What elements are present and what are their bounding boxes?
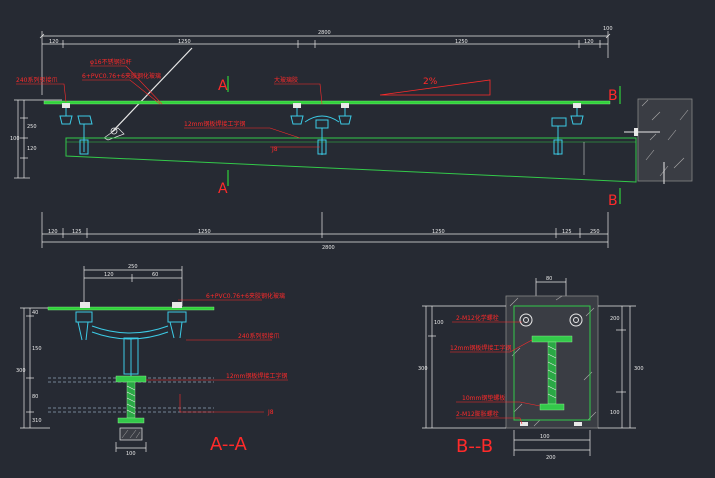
dim-top-1: 120 — [49, 39, 59, 45]
label-beam-elev: 12mm钢板焊接工字钢 — [184, 120, 245, 128]
dim-bottom-1: 120 — [48, 229, 58, 235]
dim-top-3: 1250 — [455, 39, 468, 45]
dim-top-total: 2800 — [318, 30, 331, 36]
bb-right-dimensions — [598, 305, 636, 429]
elevation-bottom-dimensions — [41, 212, 609, 248]
aa-ibeam — [115, 375, 147, 424]
bb-label-bolt-plate: 10mm钢垫螺板 — [462, 394, 505, 402]
glass-canopy — [43, 100, 611, 105]
aa-label-glass: 6+PVC0.76+6夹胶钢化玻璃 — [206, 292, 285, 300]
dim-bottom-5: 125 — [562, 229, 572, 235]
bb-bottom-dimensions — [513, 430, 591, 456]
aa-label-spider: 240系列驳接爪 — [238, 332, 279, 340]
bb-dim-bottom-1: 100 — [540, 434, 550, 440]
elevation-left-dimensions — [14, 99, 62, 179]
aa-title: A--A — [210, 434, 248, 455]
section-bb-view: 80 100 — [418, 276, 644, 461]
aa-dim-1: 120 — [104, 272, 114, 278]
elevation-view: 2800 120 1250 1250 120 100 100 250 120 — [10, 26, 693, 251]
bb-top-dimension — [535, 278, 567, 296]
aa-dim-2: 60 — [152, 272, 158, 278]
aa-top-dimensions — [83, 266, 183, 306]
dim-top-5: 100 — [603, 26, 613, 32]
section-lines — [227, 76, 621, 204]
spider-fitting-1 — [59, 103, 93, 155]
bb-label-beam: 12mm钢板焊接工字钢 — [450, 344, 511, 352]
aa-spider-fitting — [75, 302, 187, 378]
elevation-leaders — [16, 65, 323, 148]
dim-left-2: 250 — [27, 124, 37, 130]
section-mark-a-bottom: A — [218, 181, 228, 197]
bb-label-chem-bolt: 2-M12化学螺栓 — [456, 314, 499, 322]
bb-dim-right-2: 100 — [610, 410, 620, 416]
aa-leaders — [146, 299, 288, 413]
steel-beam — [65, 137, 637, 183]
bb-dim-top: 80 — [546, 276, 552, 282]
elevation-top-dimensions — [39, 31, 611, 95]
rod-pin — [110, 127, 118, 135]
bb-title: B--B — [456, 436, 493, 457]
bb-dim-left-2: 300 — [418, 366, 428, 372]
slope-label: 2% — [423, 77, 438, 87]
aa-dim-total: 250 — [128, 264, 138, 270]
label-hanging-rod: φ16不锈钢拉杆 — [90, 58, 132, 66]
aa-dim-left-1: 40 — [32, 310, 38, 316]
aa-dim-bottom: 100 — [126, 451, 136, 457]
section-mark-a-top: A — [218, 78, 228, 94]
label-spider-elev: 240系列驳接爪 — [16, 76, 57, 84]
bb-base-plate — [513, 305, 591, 426]
dim-bottom-2: 125 — [72, 229, 82, 235]
dim-top-2: 1250 — [178, 39, 191, 45]
bb-dim-left-1: 100 — [434, 320, 444, 326]
bb-leaders — [450, 321, 541, 425]
dim-left-3: 120 — [27, 146, 37, 152]
dim-bottom-total: 2800 — [322, 245, 335, 251]
slope-arrow — [379, 79, 491, 96]
bb-dim-bottom-2: 200 — [546, 455, 556, 461]
section-mark-b-bottom: B — [608, 193, 618, 209]
bb-dim-right-3: 300 — [634, 366, 644, 372]
dim-left-1: 100 — [10, 136, 20, 142]
aa-dim-left-5: 310 — [32, 418, 42, 424]
rod-bracket — [103, 127, 125, 141]
spider-fitting-3 — [551, 103, 584, 155]
aa-glass — [47, 306, 215, 311]
label-glass-elev: 6+PVC0.76+6夹胶钢化玻璃 — [82, 72, 161, 80]
aa-dim-left-3: 80 — [32, 394, 38, 400]
aa-dim-left-2: 150 — [32, 346, 42, 352]
hanging-rod — [111, 47, 193, 133]
bb-dim-right-1: 200 — [610, 316, 620, 322]
dim-bottom-6: 250 — [590, 229, 600, 235]
aa-dim-left-4: 300 — [16, 368, 26, 374]
bb-left-dimensions — [422, 305, 506, 429]
section-mark-b-top: B — [608, 88, 618, 104]
aa-label-beam: 12mm钢板焊接工字钢 — [226, 372, 287, 380]
dim-bottom-4: 1250 — [432, 229, 445, 235]
spider-fittings — [59, 103, 584, 155]
aa-left-dimensions — [20, 307, 50, 429]
dim-bottom-3: 1250 — [198, 229, 211, 235]
label-sealant: 大玻璃胶 — [274, 76, 298, 84]
concrete-wall — [624, 98, 693, 184]
bb-ibeam — [531, 335, 573, 411]
label-beam-code-elev: J8 — [271, 146, 278, 153]
bb-label-anchor: 2-M12膨胀螺栓 — [456, 410, 499, 418]
aa-base — [119, 427, 143, 441]
dim-top-4: 120 — [584, 39, 594, 45]
aa-label-beam-code: J8 — [267, 409, 274, 416]
aa-bottom-dimension — [115, 442, 147, 452]
section-aa-view: 250 120 60 40 150 80 300 310 — [16, 264, 288, 457]
